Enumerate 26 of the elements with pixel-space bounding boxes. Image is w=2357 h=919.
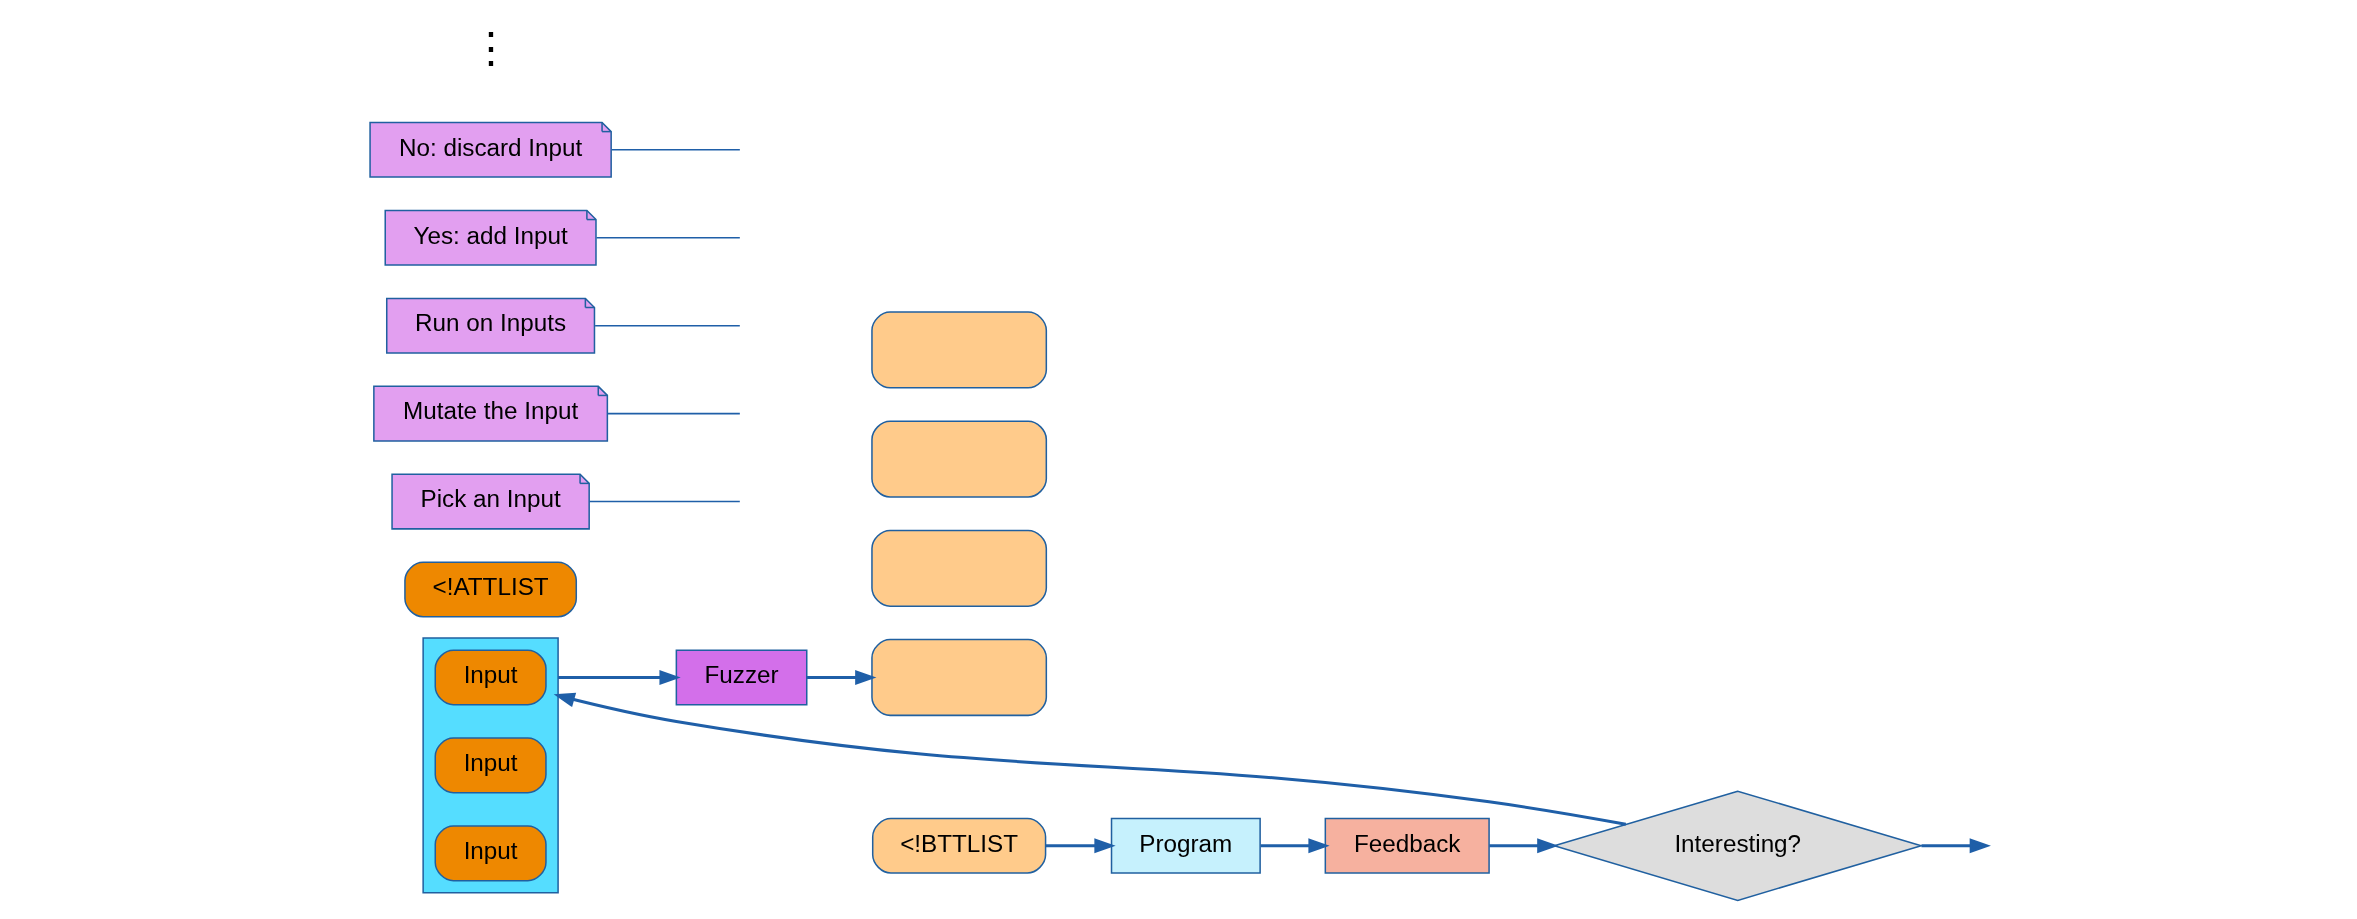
node-box: Fuzzer: [675, 649, 807, 706]
arrow: [1045, 838, 1116, 854]
node-box: [870, 638, 1047, 717]
arrow: [557, 670, 681, 685]
node-box: <!ATTLIST: [403, 561, 577, 618]
connector: [593, 324, 741, 327]
arrow: [1260, 838, 1330, 854]
node-box: Input: [434, 737, 547, 794]
connector: [595, 237, 741, 239]
arrow: [806, 670, 876, 685]
label: ⋮: [469, 23, 512, 71]
node-box: [870, 311, 1047, 389]
connector: [588, 500, 741, 503]
node-box: Program: [1110, 817, 1261, 874]
node-box: [870, 420, 1047, 498]
connector: [610, 149, 741, 151]
node-box: Input: [434, 649, 547, 706]
arrow: [1488, 838, 1558, 854]
arrow: [553, 692, 1626, 826]
arrow: [1921, 838, 1991, 854]
node-box: [870, 529, 1047, 607]
node-box: Input: [434, 825, 547, 882]
connector: [606, 412, 741, 415]
node-box: Feedback: [1324, 817, 1490, 874]
node-box: <!BTTLIST: [871, 817, 1046, 874]
cluster: [421, 637, 559, 894]
